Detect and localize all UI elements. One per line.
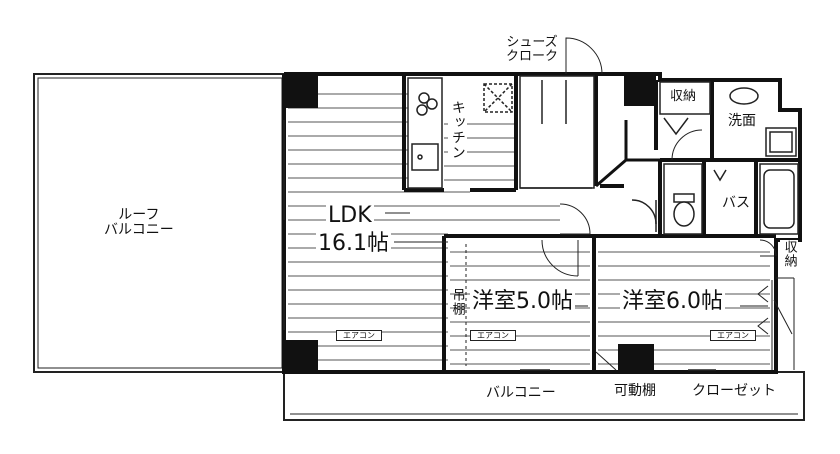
bathtub bbox=[713, 163, 799, 235]
shoe-closet-label: シューズ クローク bbox=[504, 35, 561, 64]
balcony-label: バルコニー bbox=[486, 385, 556, 401]
toilet bbox=[631, 163, 703, 235]
aircon-room2-label: エアコン bbox=[710, 330, 756, 341]
entrance-walls bbox=[595, 120, 660, 188]
aircon-ldk-label: エアコン bbox=[336, 330, 382, 341]
closet-label: クローゼット bbox=[692, 383, 776, 399]
roof-balcony-label: ルーフ バルコニー bbox=[104, 207, 174, 238]
roof-balcony-area bbox=[33, 73, 285, 373]
aircon-room1-label: エアコン bbox=[470, 330, 516, 341]
storage-top bbox=[659, 81, 711, 136]
ldk-label: LDK bbox=[326, 203, 374, 228]
western-room-1-label: 洋室5.0帖 bbox=[470, 289, 575, 314]
pillars bbox=[286, 76, 656, 370]
ldk-size-label: 16.1帖 bbox=[316, 231, 391, 256]
movable-shelf-label: 可動棚 bbox=[614, 383, 656, 399]
windows bbox=[283, 120, 716, 371]
shoe-closet bbox=[519, 37, 603, 189]
storage-top-label: 収納 bbox=[668, 89, 699, 104]
balcony-area bbox=[283, 371, 805, 421]
closet-doors bbox=[757, 277, 795, 370]
kitchen-counter bbox=[407, 77, 513, 189]
bath-label: バス bbox=[720, 195, 752, 211]
washroom-label: 洗面 bbox=[726, 113, 758, 129]
doors bbox=[541, 129, 777, 371]
walls bbox=[282, 72, 802, 374]
storage-right-label: 収納 bbox=[780, 240, 798, 268]
washroom bbox=[729, 87, 797, 157]
kitchen-label: キッチン bbox=[448, 100, 467, 160]
hanging-shelf-label: 吊棚 bbox=[449, 288, 465, 316]
western-room-2-label: 洋室6.0帖 bbox=[620, 289, 725, 314]
